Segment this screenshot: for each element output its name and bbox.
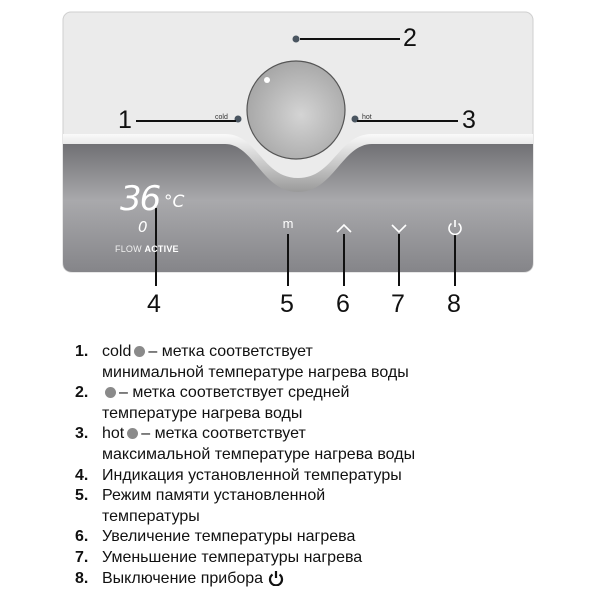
callout-5: 5 — [280, 290, 294, 318]
callout-7: 7 — [391, 290, 405, 318]
marker-dot-icon — [134, 346, 146, 357]
chevron-down-icon[interactable] — [391, 224, 407, 234]
hot-marker — [351, 115, 359, 123]
cold-marker — [234, 115, 242, 123]
power-icon[interactable] — [448, 220, 462, 236]
temperature-display: 36 — [120, 179, 161, 219]
temperature-unit: °C — [164, 192, 185, 212]
marker-dot-icon — [127, 428, 139, 440]
callout-8: 8 — [447, 290, 461, 318]
flow-active-logo: FLOW ACTIVE — [115, 244, 179, 254]
legend-item-4: 4.Индикация установленной температуры — [75, 466, 402, 484]
medium-marker — [292, 35, 300, 43]
water-heater-panel — [62, 11, 534, 286]
legend-item-7: 7.Уменьшение температуры нагрева — [75, 548, 363, 566]
legend-item-6: 6.Увеличение температуры нагрева — [75, 528, 356, 546]
chevron-up-icon[interactable] — [336, 223, 352, 233]
memory-button[interactable]: m — [282, 216, 294, 231]
callout-3: 3 — [462, 106, 476, 134]
knob-indicator — [264, 77, 270, 83]
flow-display: 0 — [138, 218, 148, 236]
temperature-knob[interactable] — [246, 60, 346, 160]
callout-2: 2 — [403, 24, 417, 52]
callout-1: 1 — [118, 106, 132, 134]
legend-item-8: 8.Выключение прибора — [75, 569, 415, 590]
callout-4: 4 — [147, 290, 161, 318]
power-icon — [268, 570, 283, 586]
marker-dot-icon — [105, 387, 116, 399]
callout-6: 6 — [336, 290, 350, 318]
hot-label: hot — [362, 114, 372, 121]
cold-label: cold — [215, 114, 228, 121]
